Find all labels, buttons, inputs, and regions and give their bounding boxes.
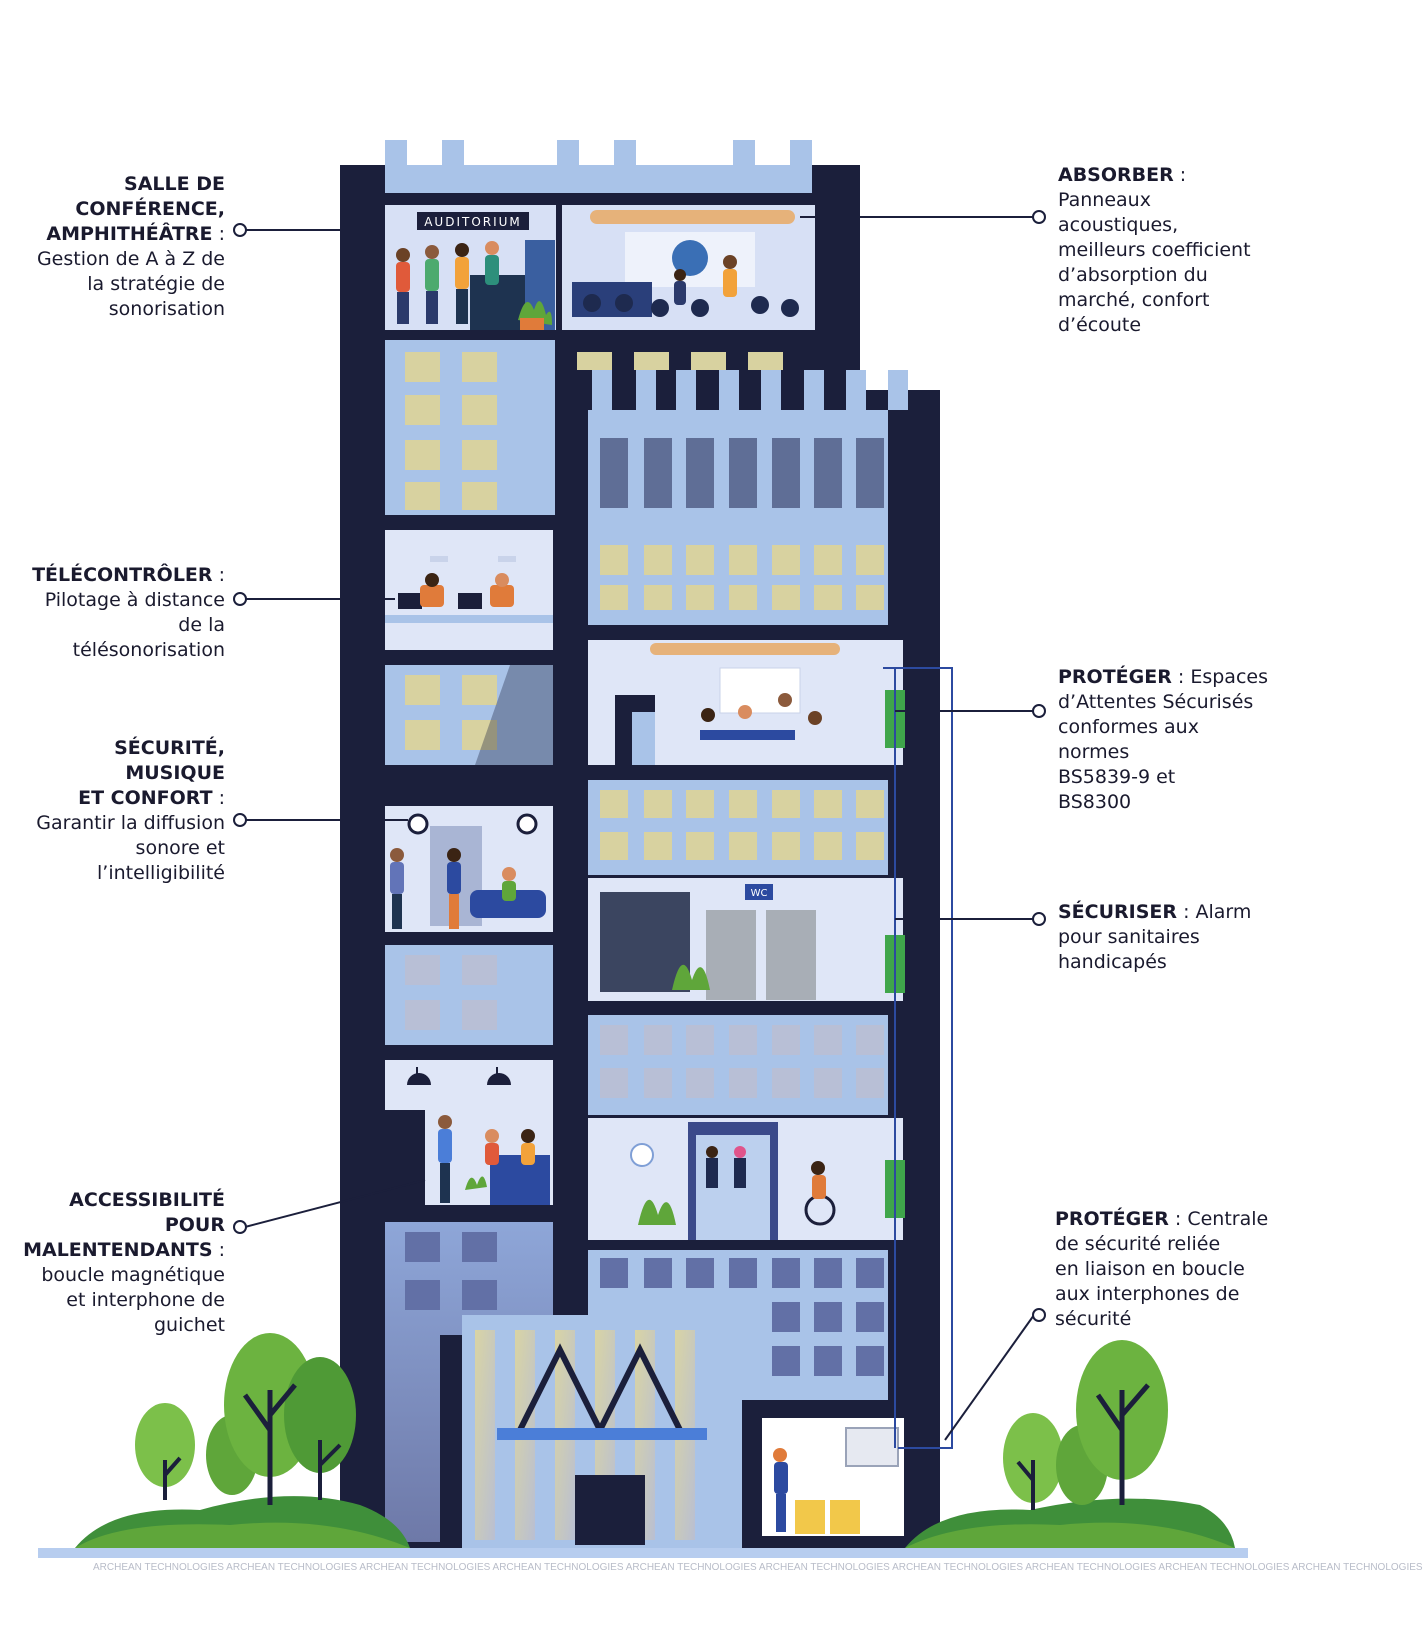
annotation-protect-central-text-3: aux interphones de: [1055, 1283, 1240, 1305]
annotation-conference-heading-1: SALLE DE: [124, 173, 225, 195]
annotation-accessibility: ACCESSIBILITÉ POUR MALENTENDANTS : boucl…: [5, 1188, 225, 1338]
wc-sign: WC: [751, 888, 768, 899]
auditorium-floor: AUDITORIUM: [385, 205, 815, 330]
annotation-sep: :: [212, 223, 225, 245]
annotation-sep: :: [1173, 164, 1187, 186]
annotation-protect-heading: PROTÉGER: [1058, 666, 1172, 688]
annotation-protect-text-5: BS8300: [1058, 791, 1132, 813]
annotation-protect-central-text-4: sécurité: [1055, 1308, 1132, 1330]
annotation-conference-text-2: la stratégie de: [87, 273, 225, 295]
annotation-accessibility-heading-2: MALENTENDANTS: [23, 1239, 213, 1261]
annotation-secure-toilets: SÉCURISER : Alarm pour sanitaires handic…: [1058, 900, 1293, 975]
right-windows-mid2: [588, 1015, 888, 1115]
left-windows-mid: [385, 665, 553, 765]
annotation-telecontrol-text-3: télésonorisation: [72, 639, 225, 661]
right-windows-upper: [588, 410, 888, 625]
annotation-protect-central-text-1: de sécurité reliée: [1055, 1233, 1221, 1255]
annotation-accessibility-heading-1: ACCESSIBILITÉ POUR: [69, 1189, 225, 1236]
acoustic-panel: [590, 210, 795, 224]
annotation-secure-text-1: pour sanitaires: [1058, 926, 1200, 948]
annotation-absorber-text-4: d’absorption du: [1058, 264, 1208, 286]
annotation-absorber-text-1: Panneaux: [1058, 189, 1151, 211]
entrance: [440, 1315, 742, 1555]
annotation-security-music: SÉCURITÉ, MUSIQUE ET CONFORT : Garantir …: [10, 736, 225, 886]
annotation-protect-central-heading: PROTÉGER: [1055, 1208, 1169, 1230]
callout-dots: [233, 210, 1046, 1322]
annotation-conference-heading-2: CONFÉRENCE,: [75, 198, 225, 220]
trees-left: [75, 1333, 410, 1548]
left-windows-lower: [385, 945, 553, 1045]
annotation-accessibility-text-1: boucle magnétique: [41, 1264, 225, 1286]
annotation-telecontrol-text-1: Pilotage à distance: [44, 589, 225, 611]
telecontrol-room: [385, 530, 553, 650]
annotation-sep: :: [212, 1239, 225, 1261]
annotation-protect-central-text-2: en liaison en boucle: [1055, 1258, 1245, 1280]
auditorium-sign: AUDITORIUM: [424, 215, 522, 229]
watermark: ARCHEAN TECHNOLOGIES ARCHEAN TECHNOLOGIE…: [93, 1562, 1423, 1573]
building-illustration: AUDITORIUM: [38, 140, 1248, 1558]
annotation-security-heading-1: SÉCURITÉ, MUSIQUE: [114, 737, 225, 784]
meeting-room: [588, 640, 905, 765]
annotation-telecontrol-heading: TÉLÉCONTRÔLER: [32, 564, 213, 586]
annotation-sep: : Espaces: [1171, 666, 1268, 688]
toilets-room: WC: [588, 878, 905, 1001]
elevator-room: [588, 1118, 905, 1240]
annotation-absorber: ABSORBER : Panneaux acoustiques, meilleu…: [1058, 163, 1293, 338]
security-central-room: [762, 1418, 904, 1536]
trees-right: [905, 1340, 1235, 1548]
annotation-security-text-2: sonore et: [135, 837, 225, 859]
security-central-panel: [845, 1427, 899, 1467]
annotation-sep: :: [212, 787, 225, 809]
annotation-security-text-3: l’intelligibilité: [97, 862, 225, 884]
annotation-conference-text-1: Gestion de A à Z de: [36, 248, 225, 270]
annotation-secure-heading: SÉCURISER: [1058, 901, 1178, 923]
callout-lines: [244, 216, 1035, 1441]
annotation-protect-text-4: BS5839-9 et: [1058, 766, 1176, 788]
annotation-accessibility-text-3: guichet: [153, 1314, 225, 1336]
annotation-protect-text-2: conformes aux: [1058, 716, 1199, 738]
annotation-sep: : Centrale: [1168, 1208, 1269, 1230]
annotation-telecontrol-text-2: de la: [178, 614, 225, 636]
annotation-sep: : Alarm: [1177, 901, 1252, 923]
annotation-sep: :: [212, 564, 225, 586]
annotation-protect-text-1: d’Attentes Sécurisés: [1058, 691, 1254, 713]
ground-line: [38, 1548, 1248, 1558]
annotation-absorber-text-6: d’écoute: [1058, 314, 1142, 336]
annotation-conference-text-3: sonorisation: [108, 298, 225, 320]
annotation-absorber-heading: ABSORBER: [1058, 164, 1174, 186]
annotation-telecontrol: TÉLÉCONTRÔLER : Pilotage à distance de l…: [20, 563, 225, 663]
lobby-room: [385, 806, 553, 932]
annotation-protect-waiting: PROTÉGER : Espaces d’Attentes Sécurisés …: [1058, 665, 1293, 815]
reception-room: [385, 1060, 553, 1205]
right-windows-mid: [588, 780, 888, 875]
annotation-accessibility-text-2: et interphone de: [66, 1289, 225, 1311]
security-loop-wire: [883, 667, 953, 1449]
annotation-absorber-text-5: marché, confort: [1058, 289, 1210, 311]
annotation-conference: SALLE DE CONFÉRENCE, AMPHITHÉÂTRE : Gest…: [20, 172, 225, 322]
annotation-protect-text-3: normes: [1058, 741, 1130, 763]
annotation-secure-text-2: handicapés: [1058, 951, 1167, 973]
annotation-absorber-text-3: meilleurs coefficient: [1058, 239, 1251, 261]
annotation-conference-heading-3: AMPHITHÉÂTRE: [46, 223, 213, 245]
annotation-security-text-1: Garantir la diffusion: [36, 812, 225, 834]
acoustic-panel-2: [650, 643, 840, 655]
left-windows-upper: [385, 340, 783, 515]
annotation-protect-central: PROTÉGER : Centrale de sécurité reliée e…: [1055, 1207, 1295, 1332]
annotation-absorber-text-2: acoustiques,: [1058, 214, 1179, 236]
annotation-security-heading-2: ET CONFORT: [78, 787, 213, 809]
